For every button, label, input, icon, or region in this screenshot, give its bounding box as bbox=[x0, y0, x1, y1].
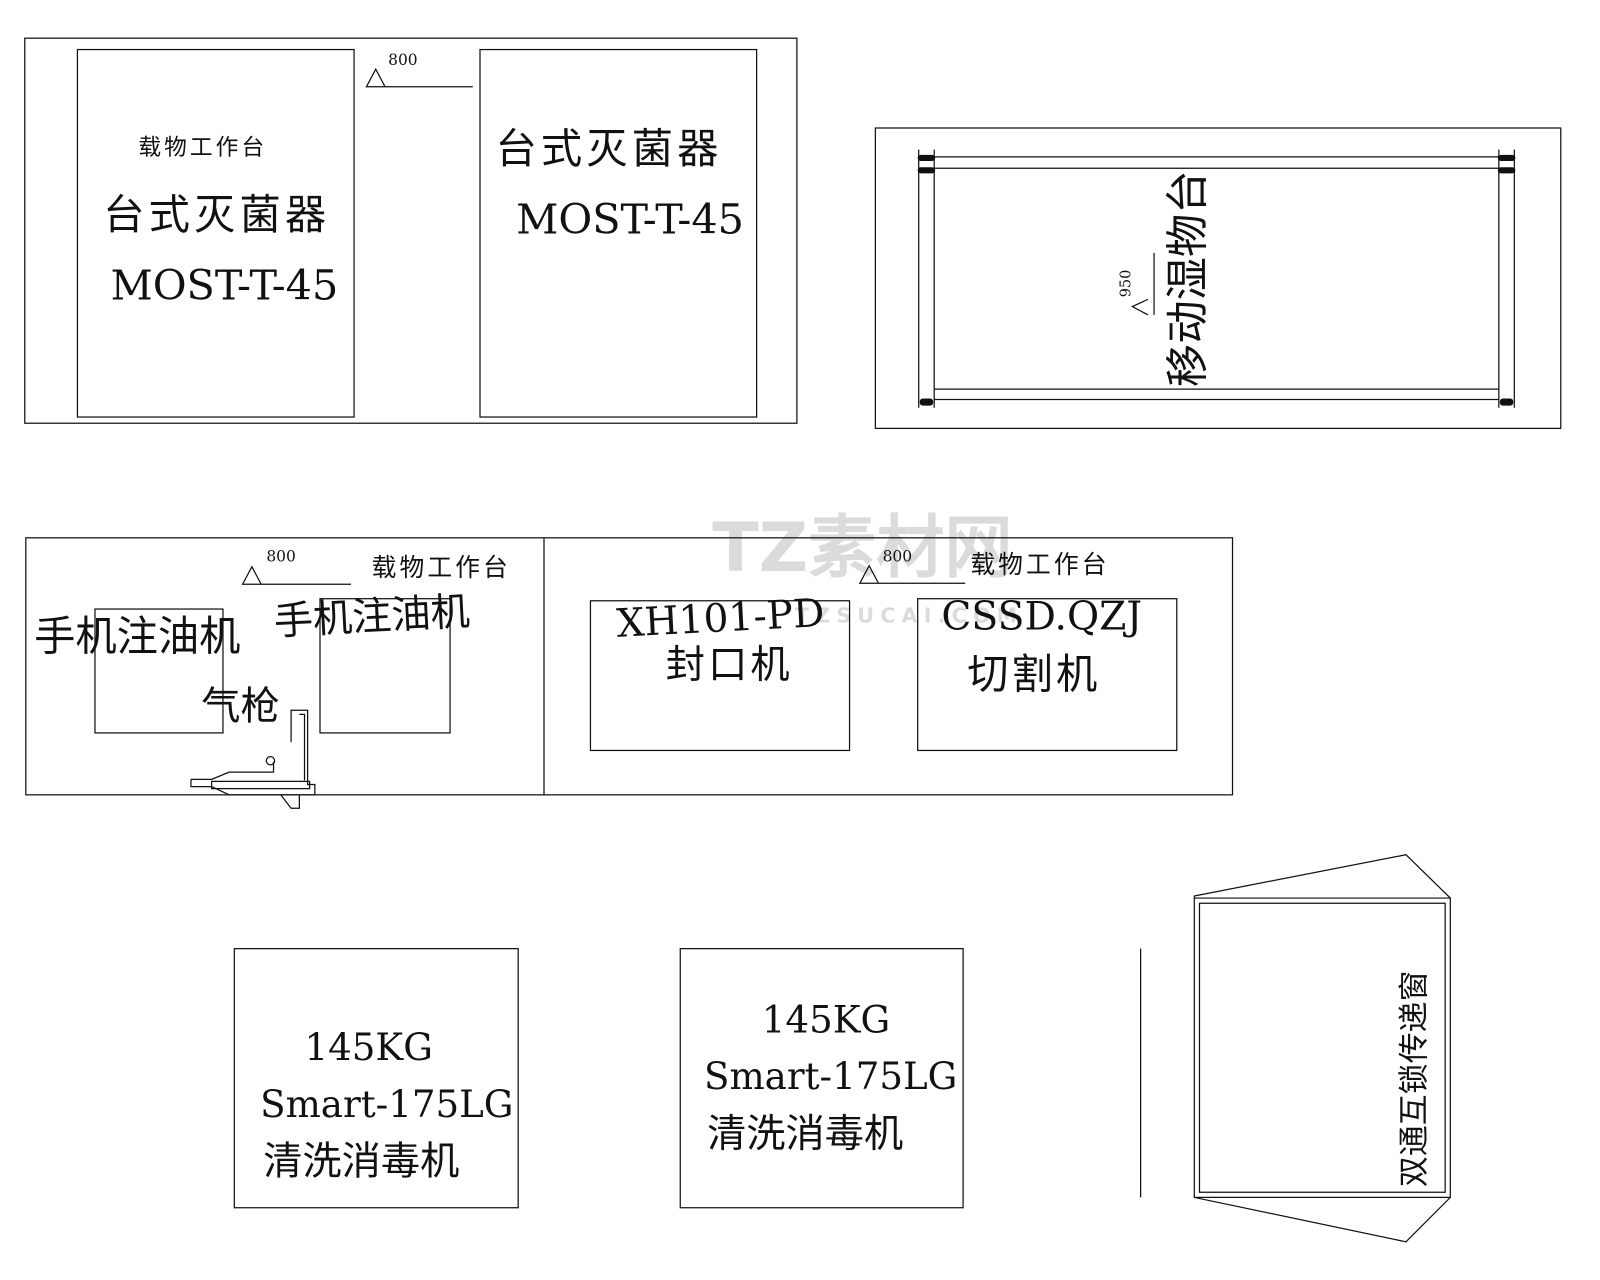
washer-weight: 145KG bbox=[305, 1026, 433, 1069]
washer-model: Smart-175LG bbox=[260, 1083, 513, 1126]
watermark-subtitle: TZSUCAI.COM bbox=[795, 603, 1024, 627]
pass-window: 双通互锁传递窗 bbox=[1140, 854, 1451, 1243]
mobile-cart-outline bbox=[874, 127, 1562, 430]
table-label: 载物工作台 bbox=[970, 550, 1109, 579]
sealing-bench: 800 载物工作台 XH101-PD 封口机 CSSD.QZJ 切割机 bbox=[589, 548, 1178, 752]
sterilizer-right-model: MOST-T-45 bbox=[516, 195, 744, 243]
sterilizer-right-name: 台式灭菌器 bbox=[495, 125, 722, 173]
middle-bench: 800 载物工作台 手机注油机 手机注油机 气枪 800 载物工作台 XH101… bbox=[25, 537, 1234, 809]
dimension-marker bbox=[241, 565, 351, 585]
dimension-marker bbox=[365, 67, 473, 88]
sealer-outline bbox=[589, 600, 851, 752]
watermark-title: TZ素材网 bbox=[712, 509, 1012, 588]
table-label: 载物工作台 bbox=[372, 553, 511, 582]
washer-model: Smart-175LG bbox=[704, 1055, 957, 1098]
oil-machine-right-label: 手机注油机 bbox=[273, 590, 471, 645]
table-label: 载物工作台 bbox=[138, 135, 267, 161]
oil-bench: 800 载物工作台 手机注油机 手机注油机 气枪 bbox=[34, 548, 511, 809]
dimension-marker bbox=[858, 564, 966, 584]
washer-outline bbox=[679, 948, 964, 1209]
watermark: TZ素材网 TZSUCAI.COM bbox=[712, 509, 1024, 628]
sterilizer-area: 800 载物工作台 台式灭菌器 MOST-T-45 台式灭菌器 MOST-T-4… bbox=[24, 37, 798, 424]
mobile-cart-label: 移动湿物台 bbox=[1164, 170, 1214, 387]
oil-machine-left-outline bbox=[94, 608, 224, 734]
washer-name: 清洗消毒机 bbox=[263, 1140, 459, 1185]
caster-icons bbox=[917, 154, 1516, 406]
cart-frame bbox=[918, 149, 1515, 408]
mobile-cart: 950 移动湿物台 bbox=[874, 127, 1562, 430]
sterilizer-bench-outline bbox=[24, 37, 798, 424]
middle-bench-outline bbox=[25, 537, 1234, 796]
dimension-label: 950 bbox=[1118, 270, 1134, 298]
washer-name: 清洗消毒机 bbox=[707, 1112, 903, 1157]
sterilizer-right-outline bbox=[479, 48, 758, 418]
dimension-label: 800 bbox=[266, 548, 296, 566]
oil-machine-right-outline bbox=[319, 598, 451, 734]
dimension-label: 800 bbox=[388, 51, 418, 69]
dimension-label: 800 bbox=[883, 548, 913, 566]
sealer-model: XH101-PD bbox=[615, 591, 825, 647]
air-gun-icon bbox=[190, 709, 316, 809]
washer-1: 145KG Smart-175LG 清洗消毒机 bbox=[233, 948, 519, 1209]
sterilizer-left-outline bbox=[76, 48, 355, 418]
dimension-marker bbox=[1131, 252, 1155, 316]
washer-2: 145KG Smart-175LG 清洗消毒机 bbox=[679, 948, 964, 1209]
sterilizer-left-model: MOST-T-45 bbox=[110, 261, 338, 309]
oil-machine-left-label: 手机注油机 bbox=[34, 612, 240, 660]
pass-window-label: 双通互锁传递窗 bbox=[1397, 970, 1433, 1187]
washer-weight: 145KG bbox=[762, 998, 890, 1041]
air-gun-label: 气枪 bbox=[201, 684, 279, 729]
sterilizer-left-name: 台式灭菌器 bbox=[103, 191, 330, 239]
pass-window-outline bbox=[1193, 854, 1451, 1243]
washer-outline bbox=[233, 948, 519, 1209]
cutter-model: CSSD.QZJ bbox=[941, 595, 1142, 640]
sealer-name: 封口机 bbox=[666, 643, 793, 688]
cutter-outline bbox=[917, 598, 1178, 752]
cutter-name: 切割机 bbox=[967, 651, 1100, 699]
